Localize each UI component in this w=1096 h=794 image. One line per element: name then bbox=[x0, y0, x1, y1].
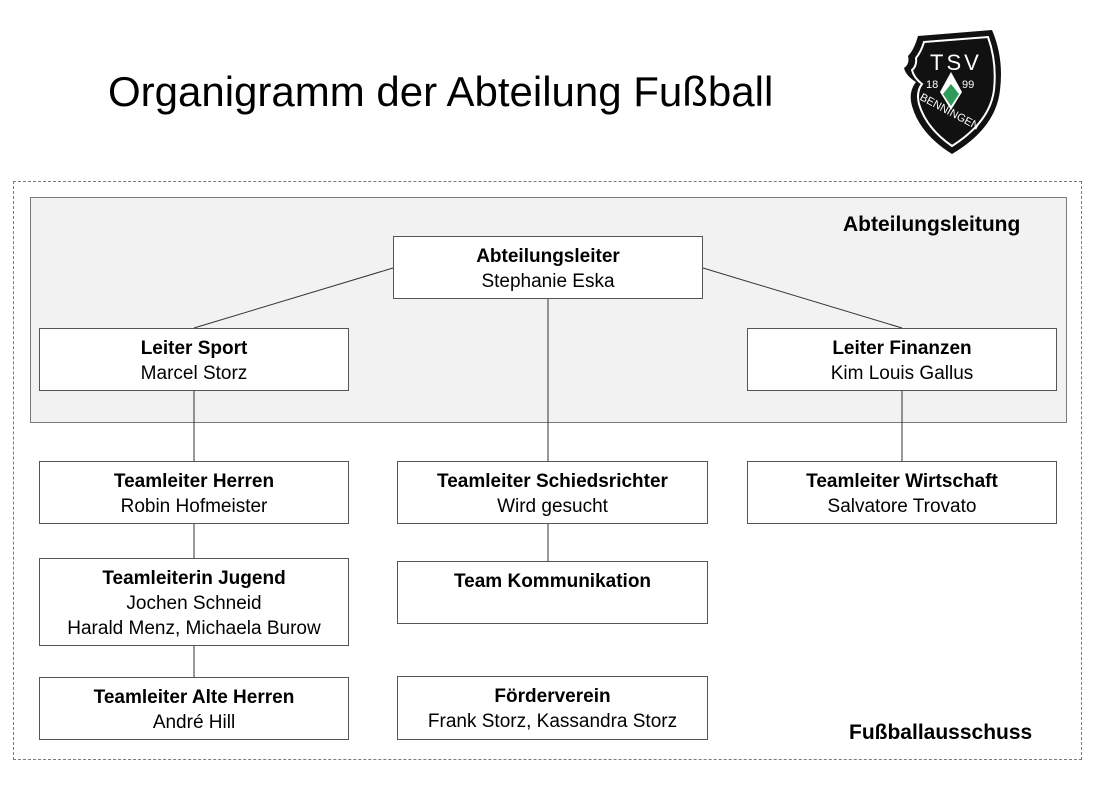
node-role: Förderverein bbox=[494, 686, 611, 707]
node-role: Teamleiter Herren bbox=[113, 471, 275, 492]
node-teamleiter-wirtschaft: Teamleiter Wirtschaft Salvatore Trovato bbox=[747, 461, 1057, 524]
node-role: Leiter Sport bbox=[140, 338, 248, 359]
node-role: Teamleiter Schiedsrichter bbox=[437, 471, 668, 492]
svg-text:TSV: TSV bbox=[930, 50, 982, 75]
fussballausschuss-frame bbox=[13, 181, 1082, 760]
node-person: Kim Louis Gallus bbox=[830, 363, 974, 384]
node-leiter-finanzen: Leiter Finanzen Kim Louis Gallus bbox=[747, 328, 1057, 391]
node-abteilungsleiter: Abteilungsleiter Stephanie Eska bbox=[393, 236, 703, 299]
node-role: Teamleiter Alte Herren bbox=[93, 687, 295, 708]
node-teamleiter-herren: Teamleiter Herren Robin Hofmeister bbox=[39, 461, 349, 524]
node-role: Abteilungsleiter bbox=[476, 246, 620, 267]
node-foerderverein: Förderverein Frank Storz, Kassandra Stor… bbox=[397, 676, 708, 740]
svg-text:99: 99 bbox=[962, 79, 974, 91]
node-role: Team Kommunikation bbox=[453, 571, 652, 592]
section-label-abteilungsleitung: Abteilungsleitung bbox=[843, 213, 1021, 236]
node-role: Teamleiterin Jugend bbox=[102, 568, 286, 589]
node-person: Marcel Storz bbox=[140, 363, 248, 384]
node-person-2: Harald Menz, Michaela Burow bbox=[67, 618, 321, 639]
node-teamleiter-alte-herren: Teamleiter Alte Herren André Hill bbox=[39, 677, 349, 740]
node-person: Jochen Schneid bbox=[126, 593, 262, 614]
node-teamleiterin-jugend: Teamleiterin Jugend Jochen Schneid Haral… bbox=[39, 558, 349, 646]
node-team-kommunikation: Team Kommunikation bbox=[397, 561, 708, 624]
node-person: Robin Hofmeister bbox=[120, 496, 268, 517]
svg-text:18: 18 bbox=[926, 79, 938, 91]
node-leiter-sport: Leiter Sport Marcel Storz bbox=[39, 328, 349, 391]
node-role: Leiter Finanzen bbox=[832, 338, 972, 359]
section-label-fussballausschuss: Fußballausschuss bbox=[849, 721, 1033, 744]
node-teamleiter-schiedsrichter: Teamleiter Schiedsrichter Wird gesucht bbox=[397, 461, 708, 524]
node-person: Frank Storz, Kassandra Storz bbox=[427, 711, 678, 732]
node-person: André Hill bbox=[152, 712, 236, 733]
page-title: Organigramm der Abteilung Fußball bbox=[108, 68, 774, 115]
node-person: Stephanie Eska bbox=[481, 271, 615, 292]
node-person: Salvatore Trovato bbox=[827, 496, 977, 517]
node-person: Wird gesucht bbox=[497, 496, 608, 517]
node-role: Teamleiter Wirtschaft bbox=[806, 471, 998, 492]
tsv-benningen-logo: TSV 18 99 BENNINGEN bbox=[904, 30, 1001, 154]
